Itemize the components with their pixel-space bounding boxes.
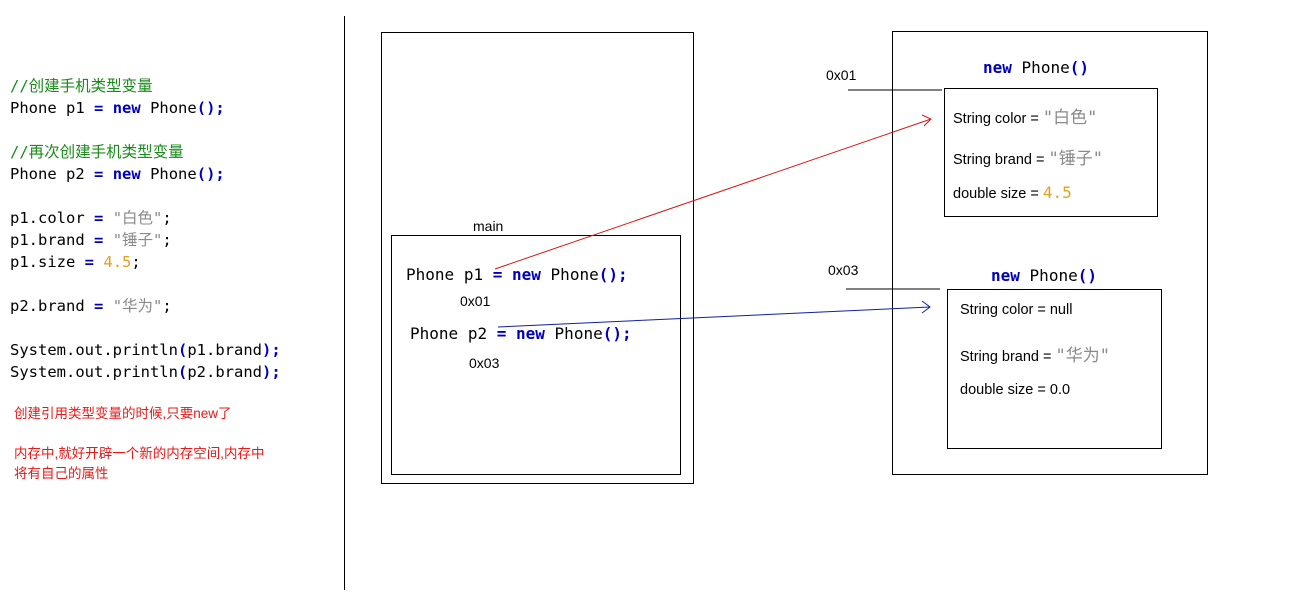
stack-line-p1: Phone p1 = new Phone(); [406,265,628,284]
arrow-p1-to-obj1 [494,118,932,270]
obj1-box [944,88,1158,217]
stack-line-p2: Phone p2 = new Phone(); [410,324,632,343]
code-print-p1: System.out.println(p1.brand); [10,341,281,359]
obj2-field-size: double size = 0.0 [960,382,1071,398]
obj2-header: new Phone() [991,266,1097,285]
vertical-divider [344,16,345,590]
code-line-p2: Phone p2 = new Phone(); [10,165,225,183]
stack-addr-p2: 0x03 [469,355,500,371]
heap-addr-obj2: 0x03 [828,262,859,278]
heap-addr-obj1: 0x01 [826,67,857,83]
obj1-field-brand: String brand = "锤子" [953,149,1104,169]
code-line-p1: Phone p1 = new Phone(); [10,99,225,117]
code-comment-2: //再次创建手机类型变量 [10,143,184,161]
obj1-field-size: double size = 4.5 [953,183,1072,202]
code-print-p2: System.out.println(p2.brand); [10,363,281,381]
arrow-p2-head [921,300,931,314]
obj2-field-color: String color = null [960,302,1073,318]
heap-box [892,31,1208,475]
code-assign-size: p1.size = 4.5; [10,253,141,271]
stack-box [381,32,694,484]
main-label: main [473,218,504,234]
arrow-p2-to-obj2 [497,306,931,328]
note-memory-line-1: 内存中,就好开辟一个新的内存空间,内存中 [14,446,265,461]
obj1-field-color: String color = "白色" [953,108,1098,128]
obj2-box [947,289,1162,449]
note-new-allocation: 创建引用类型变量的时候,只要new了 [14,406,232,421]
code-assign-color: p1.color = "白色"; [10,209,172,227]
note-memory-line-2: 将有自己的属性 [14,466,109,481]
obj1-header: new Phone() [983,58,1089,77]
code-assign-p2-brand: p2.brand = "华为"; [10,297,172,315]
obj2-field-brand: String brand = "华为" [960,346,1111,366]
stack-addr-p1: 0x01 [460,293,491,309]
code-assign-brand: p1.brand = "锤子"; [10,231,172,249]
code-comment-1: //创建手机类型变量 [10,77,153,95]
main-frame-box [391,235,681,475]
arrow-p1-head [921,114,932,127]
